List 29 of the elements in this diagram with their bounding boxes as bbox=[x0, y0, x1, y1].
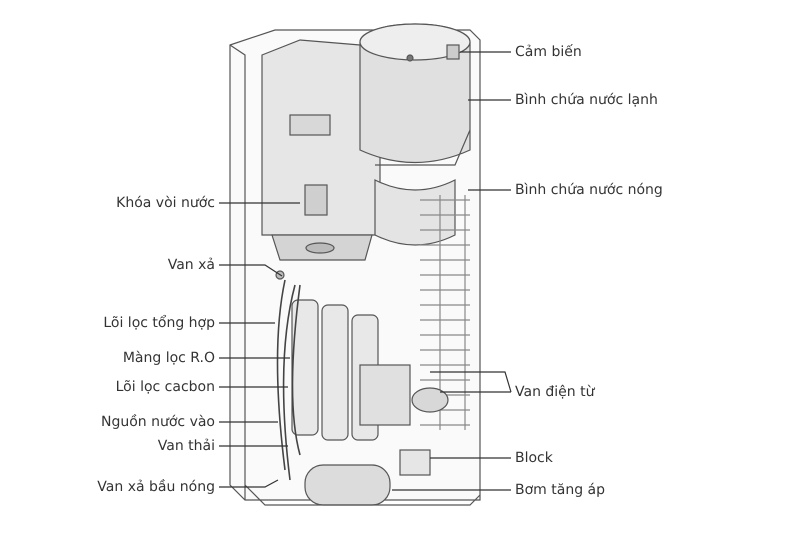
leader-line bbox=[430, 457, 511, 459]
part-label: Van điện từ bbox=[515, 383, 594, 401]
part-label: Bơm tăng áp bbox=[515, 481, 606, 499]
leader-line bbox=[460, 51, 511, 53]
part-label: Lõi lọc tổng hợp bbox=[103, 314, 215, 332]
part-label: Khóa vòi nước bbox=[116, 194, 215, 212]
part-label: Nguồn nước vào bbox=[100, 413, 215, 431]
leader-line bbox=[219, 445, 288, 447]
part-label: Cảm biến bbox=[515, 43, 582, 61]
leader-line bbox=[219, 357, 290, 359]
part-label: Lõi lọc cacbon bbox=[116, 378, 215, 396]
leader-line bbox=[219, 386, 288, 388]
leader-line bbox=[219, 479, 278, 488]
part-label: Van thải bbox=[158, 437, 215, 455]
leader-line bbox=[468, 189, 511, 191]
leader-line bbox=[219, 264, 282, 276]
leader-line bbox=[430, 371, 512, 392]
leader-line bbox=[468, 99, 511, 101]
part-label: Màng lọc R.O bbox=[122, 349, 215, 367]
part-label: Bình chứa nước nóng bbox=[515, 181, 663, 199]
leader-line bbox=[392, 489, 511, 491]
part-label: Bình chứa nước lạnh bbox=[515, 91, 658, 109]
leader-line bbox=[219, 322, 275, 324]
part-label: Block bbox=[515, 449, 553, 467]
part-label: Van xả bbox=[168, 256, 215, 274]
part-label: Van xả bầu nóng bbox=[97, 478, 215, 496]
leader-line bbox=[219, 421, 278, 423]
leader-line bbox=[219, 202, 300, 204]
leader-line bbox=[440, 391, 511, 393]
